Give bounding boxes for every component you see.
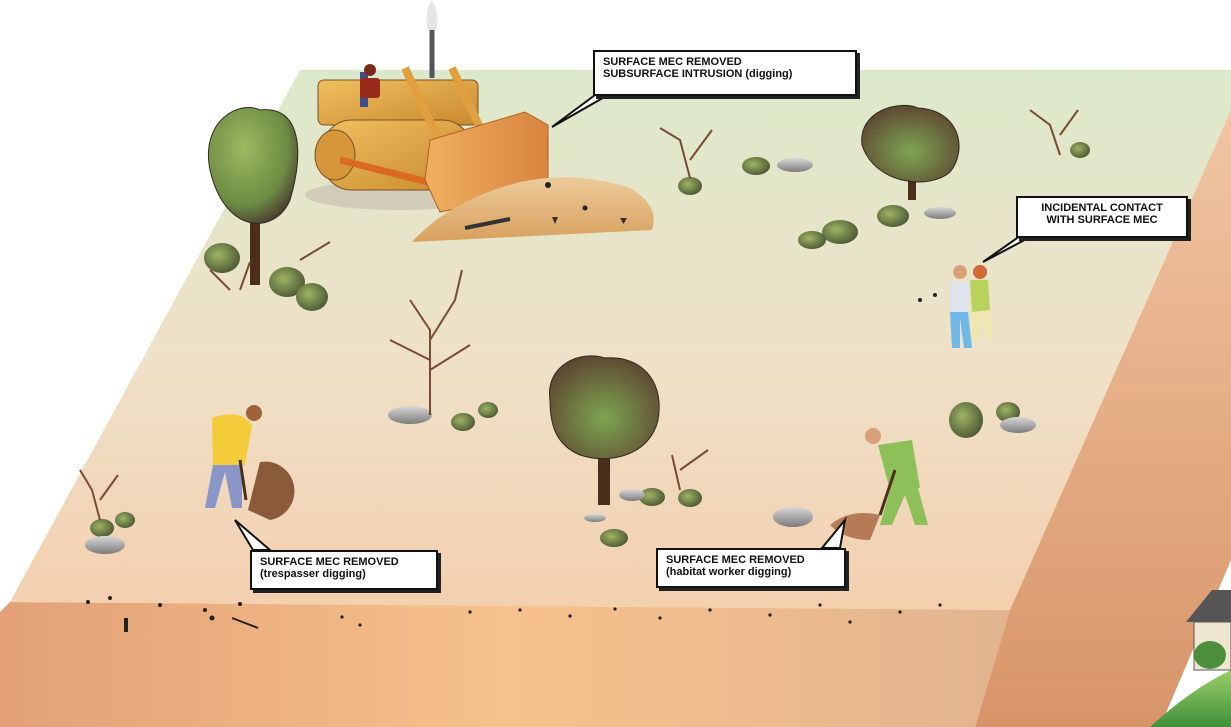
callout-trespasser-line2: (trespasser digging): [260, 568, 366, 580]
callout-bulldozer: SURFACE MEC REMOVED SUBSURFACE INTRUSION…: [593, 50, 857, 96]
trespasser-worker: [205, 405, 295, 520]
tree-right: [861, 104, 960, 200]
callout-bulldozer-line2: SUBSURFACE INTRUSION (digging): [603, 68, 793, 80]
soil-front-face: [0, 602, 1010, 727]
bulldozer: [305, 0, 549, 213]
rocks: [85, 158, 1036, 554]
dirt-pile: [412, 177, 654, 242]
callout-habitat: SURFACE MEC REMOVED (habitat worker digg…: [656, 548, 846, 588]
tree-left: [207, 107, 299, 285]
callout-trespasser: SURFACE MEC REMOVED (trespasser digging): [250, 550, 438, 590]
callout-trespasser-line1: SURFACE MEC REMOVED: [260, 556, 399, 568]
scattered-mec: [86, 293, 942, 632]
ground-slab: [0, 70, 1231, 727]
bare-brush: [79, 109, 1079, 521]
ground-top: [10, 70, 1231, 610]
tree-center: [549, 355, 660, 505]
callout-incidental-line2: WITH SURFACE MEC: [1046, 214, 1158, 226]
callout-habitat-line2: (habitat worker digging): [666, 566, 792, 578]
callout-habitat-line1: SURFACE MEC REMOVED: [666, 554, 805, 566]
shrubs: [90, 142, 1090, 547]
callout-incidental-line1: INCIDENTAL CONTACT: [1041, 202, 1163, 214]
distant-house: [1150, 590, 1231, 727]
hikers: [950, 265, 993, 348]
soil-side-face: [975, 110, 1231, 727]
callout-incidental: INCIDENTAL CONTACT WITH SURFACE MEC: [1016, 196, 1188, 238]
callout-bulldozer-line1: SURFACE MEC REMOVED: [603, 56, 742, 68]
